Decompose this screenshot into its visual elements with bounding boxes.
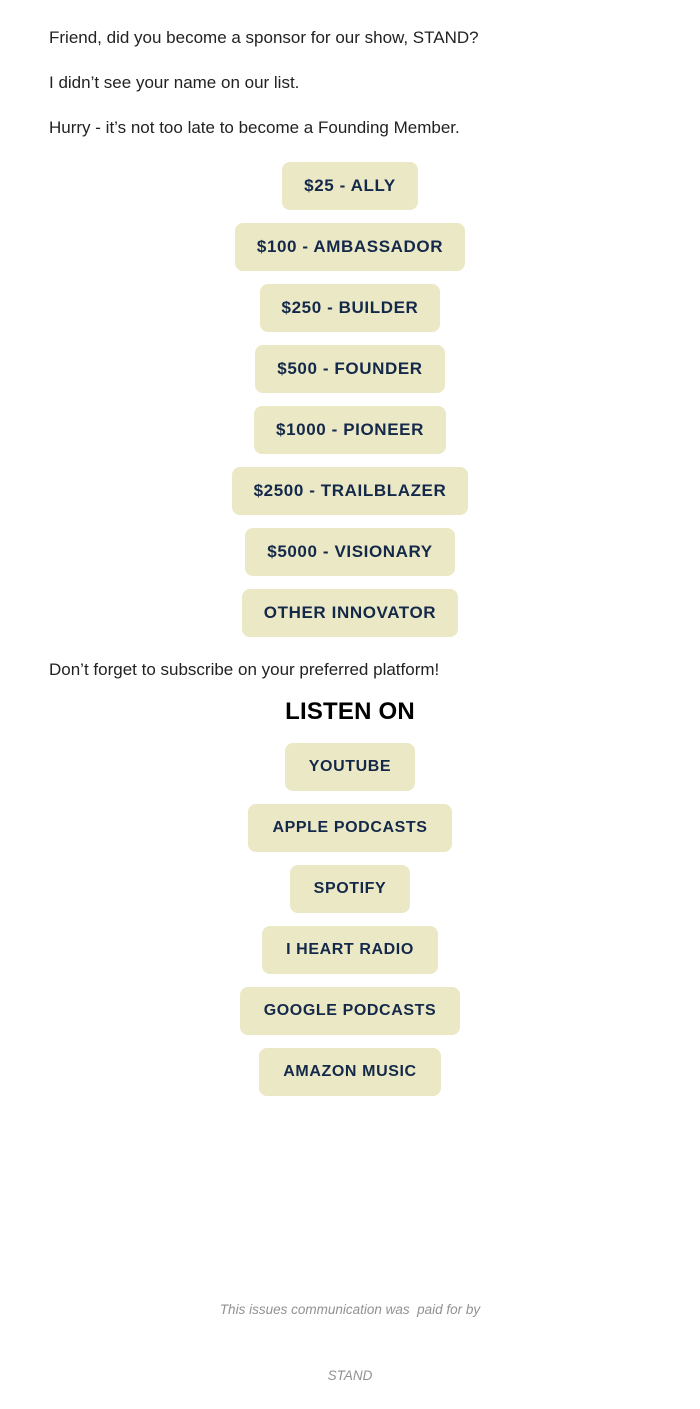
paid-for-disclaimer: This issues communication was paid for b… [49, 1255, 651, 1409]
intro-paragraph-name-list: I didn’t see your name on our list. [49, 73, 300, 92]
platform-button-iheartradio[interactable]: I HEART RADIO [262, 926, 438, 974]
sponsor-button-ambassador[interactable]: $100 - AMBASSADOR [234, 223, 466, 271]
platform-button-amazon-music[interactable]: AMAZON MUSIC [259, 1048, 441, 1096]
intro-paragraph-sponsor-question: Friend, did you become a sponsor for our… [49, 28, 479, 47]
blank-spacer [49, 1109, 651, 1255]
disclaimer-line-stand: STAND [327, 1368, 373, 1383]
platform-button-youtube[interactable]: YOUTUBE [284, 743, 416, 791]
sponsor-button-visionary[interactable]: $5000 - VISIONARY [245, 528, 455, 576]
subscribe-prompt: Don’t forget to subscribe on your prefer… [49, 660, 440, 679]
sponsor-button-ally[interactable]: $25 - ALLY [282, 162, 418, 210]
sponsor-button-other-innovator[interactable]: OTHER INNOVATOR [241, 589, 459, 637]
sponsor-button-pioneer[interactable]: $1000 - PIONEER [254, 406, 446, 454]
platform-button-apple-podcasts[interactable]: APPLE PODCASTS [248, 804, 452, 852]
sponsor-button-stack: $25 - ALLY $100 - AMBASSADOR $250 - BUIL… [49, 162, 651, 650]
platform-button-google-podcasts[interactable]: GOOGLE PODCASTS [239, 987, 461, 1035]
listen-on-heading: LISTEN ON [285, 698, 415, 725]
platform-button-stack: YOUTUBE APPLE PODCASTS SPOTIFY I HEART R… [49, 743, 651, 1109]
sponsor-button-founder[interactable]: $500 - FOUNDER [255, 345, 445, 393]
platform-button-spotify[interactable]: SPOTIFY [289, 865, 411, 913]
sponsor-button-builder[interactable]: $250 - BUILDER [259, 284, 441, 332]
sponsor-button-trailblazer[interactable]: $2500 - TRAILBLAZER [231, 467, 469, 515]
intro-paragraph-hurry: Hurry - it’s not too late to become a Fo… [49, 118, 460, 137]
disclaimer-line-paid-for: This issues communication was paid for b… [219, 1302, 481, 1317]
